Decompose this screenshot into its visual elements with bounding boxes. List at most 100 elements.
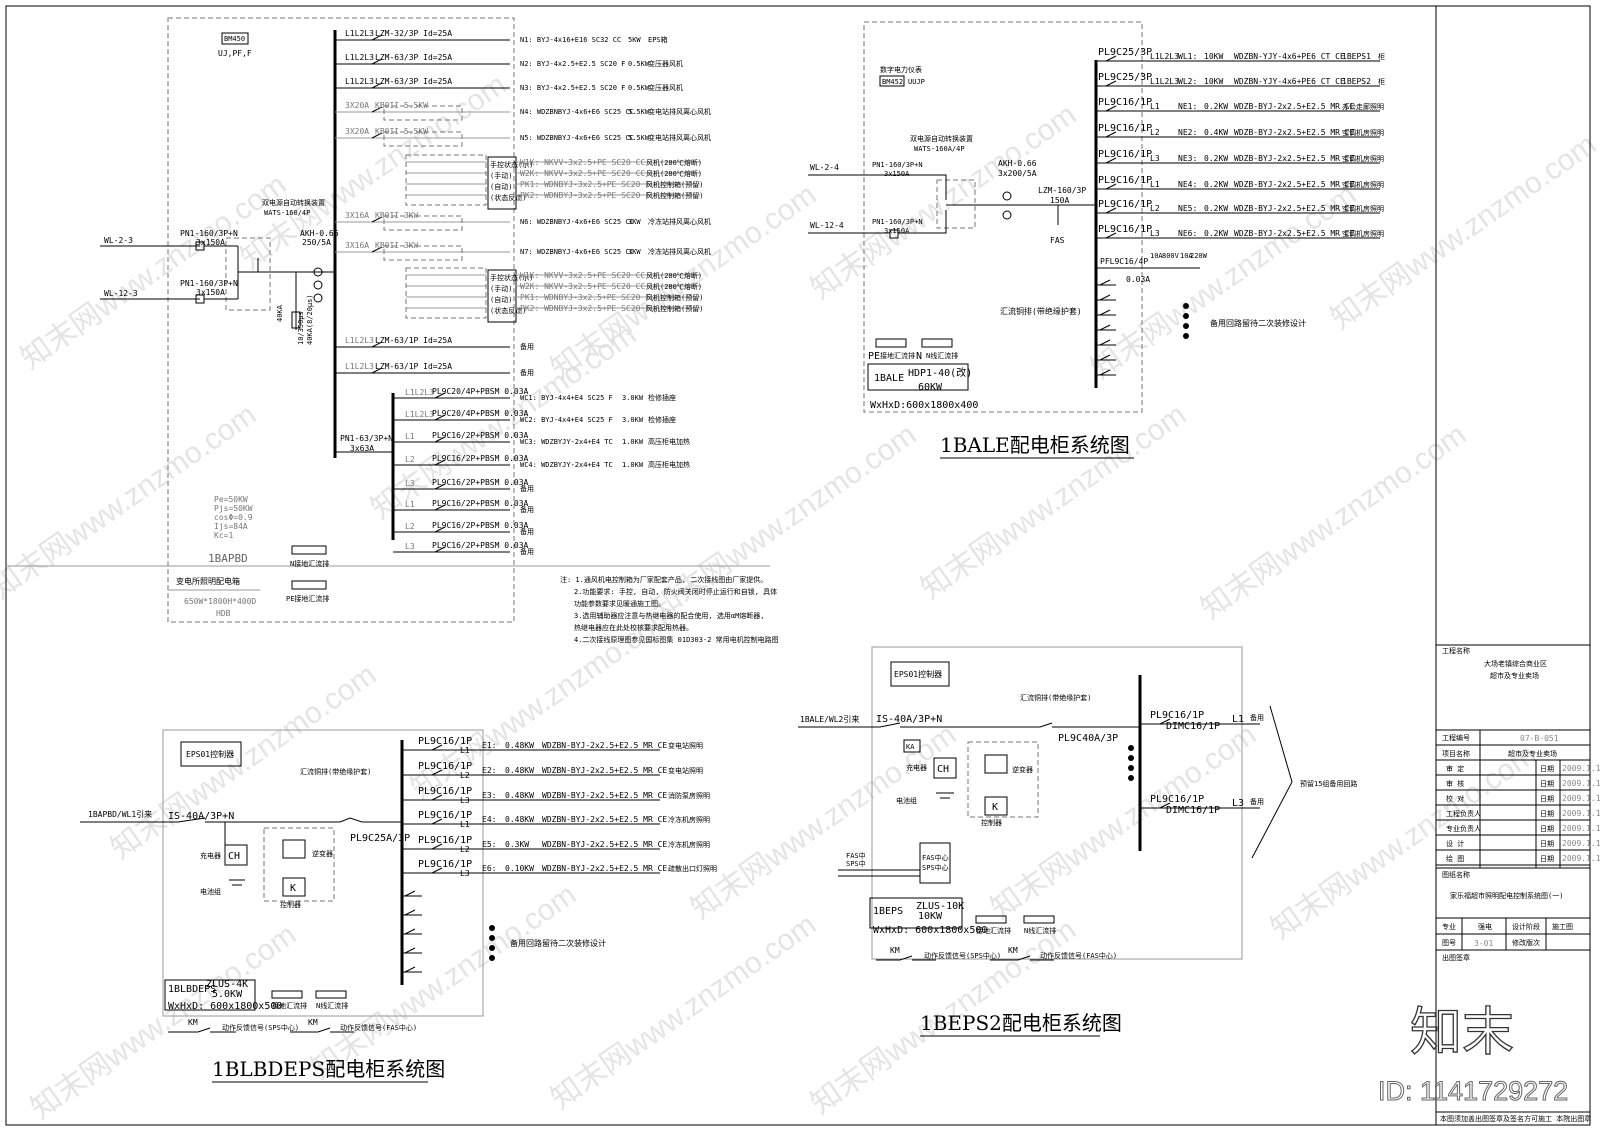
1beps2-reserve: 预留15组备用回路	[1300, 779, 1357, 788]
feeder-breaker: PL9C16/1P	[418, 859, 472, 870]
feeder-power: 5.5KW	[628, 108, 650, 116]
tb-item-label: 项目名称	[1442, 749, 1470, 758]
1bapbd-control-group-b: 手控状态(示)(手动)(自动)(状态反馈)W1K: NKVV-3x2.5+PE …	[405, 267, 703, 323]
switch-symbol	[1105, 131, 1117, 138]
socket-cable: WC3: WDZBYJY-2x4+E4 TC	[520, 438, 613, 446]
feeder-breaker: LZM-32/3P Id=25A	[375, 29, 452, 38]
feeder-power: 5KW	[628, 36, 641, 44]
control-cable: W2K: NKVV-3x2.5+PE SC20 CC	[520, 169, 645, 178]
socket-breaker: PL9C16/2P+PBSM 0.03A	[432, 454, 529, 463]
1bale-n-label: N	[916, 351, 922, 362]
feeder-destination: 空调机房照明	[1342, 154, 1384, 163]
1beps2-name: 1BEPS	[873, 906, 903, 917]
spare-destination: 备用	[520, 342, 534, 351]
feeder-breaker: PL9C16/1P	[418, 736, 472, 747]
feeder-power: 0.48KW	[505, 766, 534, 775]
switch-symbol	[1105, 183, 1117, 190]
1beps2-input: 1BALE/WL2引来	[800, 715, 859, 724]
1bale-akh-model: AKH-0.66	[998, 159, 1037, 168]
diagram-1beps2: EPS01控制器 1BALE/WL2引来 IS-40A/3P+N KA PL9C…	[798, 646, 1357, 1037]
feeder-power: 0.2KW	[1204, 180, 1228, 189]
feeder-phase: L2	[460, 771, 470, 780]
feeder-cable: WDZBN-BYJ-2x2.5+E2.5 MR CE	[542, 815, 667, 824]
socket-cable: WC2: BYJ-4x4+E4 SC25 F	[520, 416, 613, 424]
control-frame	[405, 154, 487, 206]
feeder-power: 0.5KW	[628, 84, 650, 92]
switch-symbol	[431, 867, 443, 874]
feeder-cable: WDZBN-BYJ-2x2.5+E2.5 MR CE	[542, 766, 667, 775]
1bale-n-bar: N线汇流排	[926, 351, 958, 360]
tb-no: 3-01	[1474, 939, 1493, 948]
tb-date-label: 日期	[1540, 840, 1554, 848]
feeder-id: E5:	[482, 840, 496, 849]
switch-symbol	[431, 794, 443, 801]
1beps2-sps: 动作反馈信号(SPS中心)	[924, 951, 1001, 960]
feeder-id: NE3:	[1178, 154, 1197, 163]
1beps2-power: 10KW	[918, 911, 943, 922]
feeder-phase: L1	[1150, 102, 1160, 111]
spare-breaker: LZM-63/1P Id=25A	[375, 362, 452, 371]
tb-role: 专业负责人	[1446, 824, 1481, 833]
switch-symbol	[1099, 369, 1111, 376]
feeder-breaker: LZM-63/3P Id=25A	[375, 53, 452, 62]
diagram-1blbdeps: EPS01控制器 1BAPBD/WL1引来 IS-40A/3P+N PL9C25…	[80, 729, 717, 1083]
feeder-cable: WDZB-BYJ-2x2.5+E2.5 MR CE	[1234, 102, 1355, 111]
tb-date: 2009.1.19	[1562, 824, 1600, 833]
1bapbd-meter-func: UJ,PF,F	[218, 49, 252, 58]
note-line: 注: 1.通风机电控制箱为厂家配套产品, 二次接线图由厂家提供。	[560, 575, 767, 584]
feeder-id: NE4:	[1178, 180, 1197, 189]
feeder-phase: L1L2L3	[1150, 77, 1179, 86]
feeder-breaker: LZM-63/3P Id=25A	[375, 77, 452, 86]
1bale-pn2-model: PN1-160/3P+N	[872, 218, 923, 226]
feeder-destination: 1BEPS2	[1342, 77, 1371, 86]
switch-symbol	[434, 459, 446, 466]
tb-date: 2009.1.19	[1562, 764, 1600, 773]
switch-symbol	[371, 341, 383, 348]
feeder-cable: WDZB-BYJ-2x2.5+E2.5 MR CE	[1234, 229, 1355, 238]
feeder-id: NE2:	[1178, 128, 1197, 137]
1bapbd-spd-1: 40KA	[276, 304, 284, 322]
tb-num: 07-B-051	[1520, 734, 1559, 743]
feeder-cable: WDZB-BYJ-2x2.5+E2.5 MR CE	[1234, 128, 1355, 137]
tb-date-label: 日期	[1540, 855, 1554, 863]
switch-symbol	[371, 106, 383, 113]
switch-symbol	[1099, 309, 1111, 316]
feeder-power: 0.48KW	[505, 791, 534, 800]
socket-breaker: PL9C20/4P+PBSM 0.03A	[432, 409, 529, 418]
control-cable: PK2: WDNBYJ-3x2.5+PE SC20 F	[520, 304, 650, 313]
1blbdeps-main: IS-40A/3P+N	[168, 811, 234, 822]
1blbdeps-name: 1BLBDEPS	[168, 984, 216, 995]
1bale-pe-label: PE	[868, 351, 880, 362]
1blbdeps-size: WxHxD: 600x1800x500	[168, 1001, 282, 1012]
1bale-meter-model: BM452	[882, 78, 903, 86]
tb-stage-label: 设计阶段	[1512, 922, 1540, 931]
feeder-power: 10KW	[1204, 52, 1223, 61]
1bale-name: 1BALE	[874, 373, 904, 384]
1blbdeps-sub: PL9C25A/3P	[350, 833, 410, 844]
socket-phase: L1	[405, 432, 415, 441]
1blbdeps-ctrl-word: 控制器	[280, 900, 301, 909]
control-box	[487, 269, 517, 323]
feeder-power: 3KW	[628, 218, 641, 226]
1beps2-title: 1BEPS2配电柜系统图	[920, 1011, 1122, 1035]
feeder-phase: L1	[460, 746, 470, 755]
1bale-model: HDP1-40(改)	[908, 366, 972, 379]
feeder-cable: WDZBN-YJY-4x6+PE6 CT CE	[1234, 77, 1345, 86]
1blbdeps-busbar: 汇流铜排(带绝缘护套)	[300, 767, 371, 776]
1bale-meter-name: 数字电力仪表	[880, 65, 922, 74]
1bale-main-rating: 150A	[1050, 196, 1069, 205]
tb-date: 2009.1.19	[1562, 779, 1600, 788]
1bapbd-cabinet-frame	[167, 17, 515, 623]
feeder-cable: WDZB-BYJ-2x2.5+E2.5 MR CE	[1234, 204, 1355, 213]
switch-symbol	[1159, 802, 1171, 809]
feeder-breaker: PL9C16/1P	[418, 761, 472, 772]
feeder-cable: N4: WDZBNBYJ-4x6+E6 SC25 CC	[520, 108, 634, 116]
tb-role: 绘 图	[1446, 854, 1464, 863]
feeder-destination: 冷冻站排风离心风机	[648, 247, 711, 256]
tb-spec: 强电	[1478, 922, 1492, 931]
socket-power: 1.0KW	[622, 438, 644, 446]
switch-symbol	[371, 216, 383, 223]
socket-phase: L1L2L3	[405, 388, 434, 397]
1beps2-ch: CH	[937, 764, 949, 775]
watermark-text: 知末网www.znzmo.com	[805, 98, 1082, 306]
